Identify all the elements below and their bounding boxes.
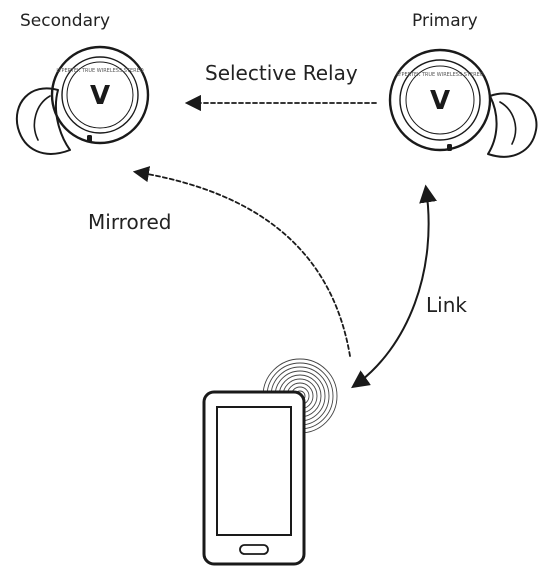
primary-case-text: LYPERTEK TRUE WIRELESS STEREO <box>396 72 483 78</box>
secondary-case-text: LYPERTEK TRUE WIRELESS STEREO <box>56 68 143 74</box>
secondary-earbud-icon: V LYPERTEK TRUE WIRELESS STEREO <box>15 45 150 155</box>
link-arrow <box>351 184 437 389</box>
selective-relay-label: Selective Relay <box>205 61 358 85</box>
secondary-emblem: V <box>90 81 110 111</box>
secondary-label: Secondary <box>20 11 110 31</box>
primary-label: Primary <box>412 11 478 31</box>
primary-emblem: V <box>430 86 450 116</box>
primary-earbud-icon: V LYPERTEK TRUE WIRELESS STEREO <box>388 48 538 158</box>
smartphone-icon <box>202 390 306 566</box>
mirrored-label: Mirrored <box>88 210 172 234</box>
mirrored-arrow <box>132 166 351 357</box>
link-label: Link <box>426 293 467 317</box>
